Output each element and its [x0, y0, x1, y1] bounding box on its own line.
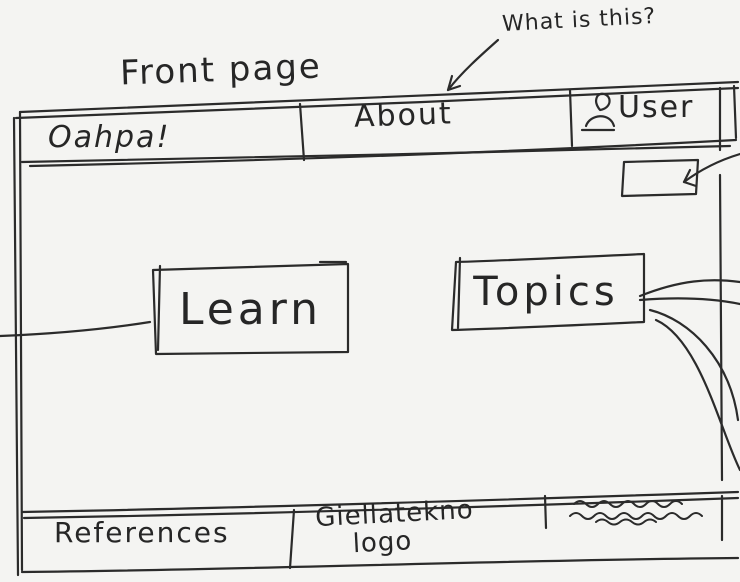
user-label: User [618, 90, 695, 125]
page-title: Front page [119, 46, 323, 94]
topics-label: Topics [473, 269, 619, 315]
giellatekno-logo: Giellatekno logo [315, 495, 476, 560]
user-icon [595, 92, 611, 112]
user-menu[interactable]: User [588, 90, 694, 125]
brand-link[interactable]: Oahpa! [48, 120, 171, 155]
learn-button[interactable]: Learn [153, 265, 348, 353]
topics-button[interactable]: Topics [450, 254, 642, 330]
footer-scribble-placeholder [568, 490, 728, 530]
learn-label: Learn [179, 283, 322, 335]
about-link[interactable]: About [353, 96, 454, 135]
references-link[interactable]: References [54, 516, 230, 549]
unlabeled-button[interactable] [622, 162, 696, 194]
